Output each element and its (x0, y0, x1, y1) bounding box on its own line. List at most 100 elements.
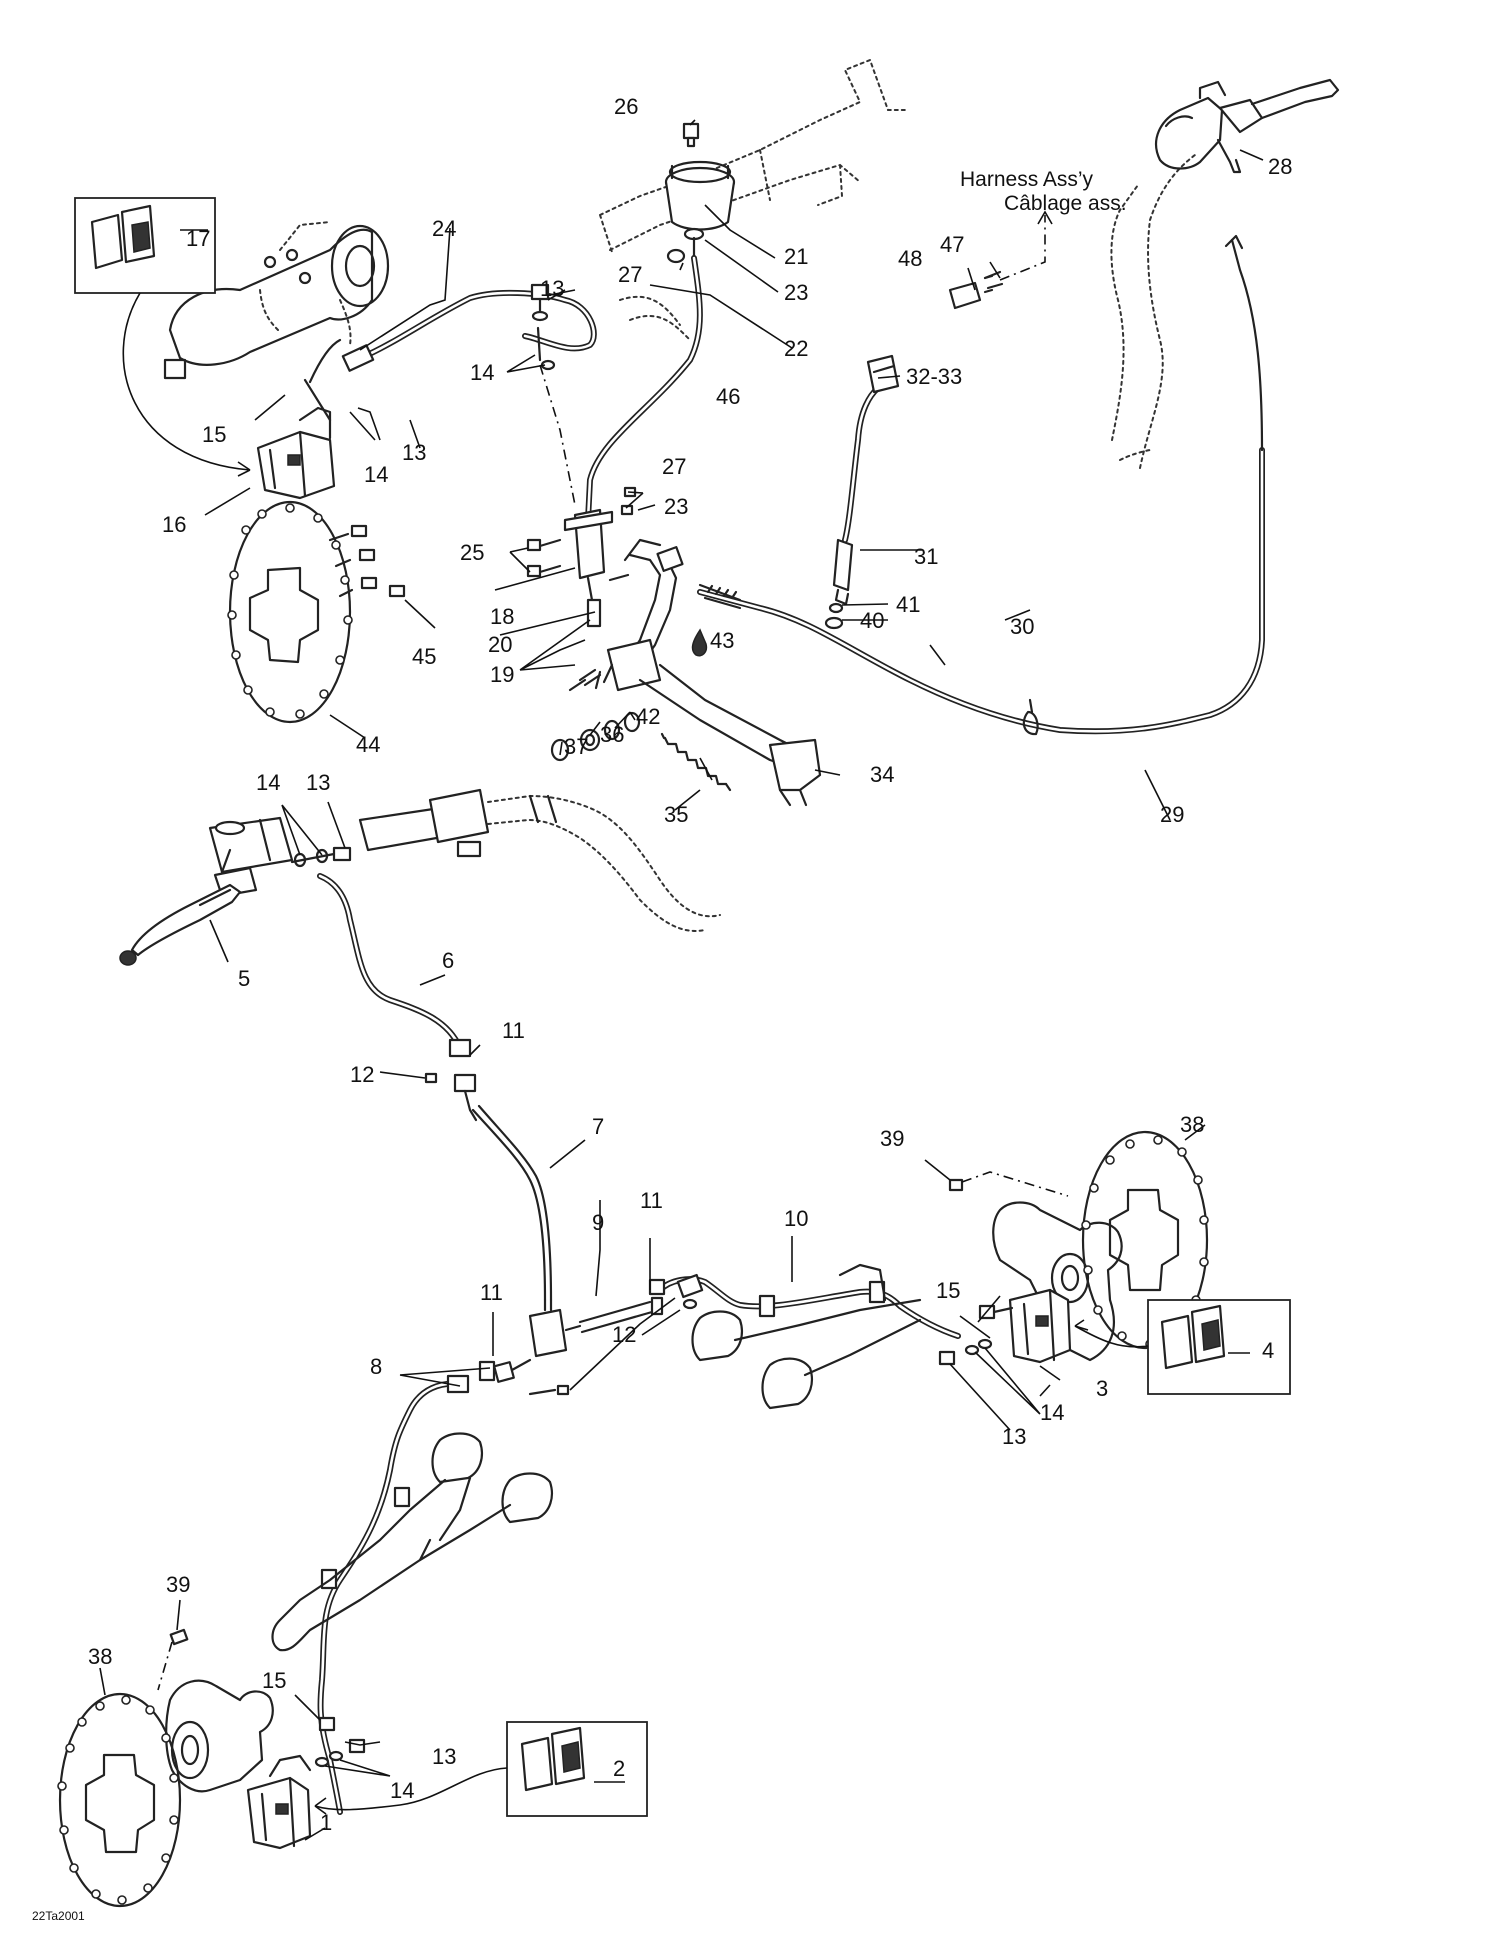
pad-arrow-4 (1074, 1325, 1149, 1348)
callout-27-a: 27 (618, 262, 642, 287)
callout-41: 41 (896, 592, 920, 617)
callout-14-a: 14 (470, 360, 494, 385)
handlebar-right (1110, 154, 1196, 469)
disc-bolt-right (948, 1171, 1069, 1197)
callout-2: 2 (613, 1756, 625, 1781)
callout-21: 21 (784, 244, 808, 269)
rear-brake-disc (227, 500, 353, 724)
callout-29: 29 (1160, 802, 1184, 827)
callout-48: 48 (898, 246, 922, 271)
callout-17: 17 (186, 226, 210, 251)
front-brake-line-rigid (471, 1104, 553, 1312)
callout-6: 6 (442, 948, 454, 973)
callout-1: 1 (320, 1810, 332, 1835)
harness-note-french: Câblage ass. (1004, 192, 1127, 215)
callout-45: 45 (412, 644, 436, 669)
callout-38-b: 38 (88, 1644, 112, 1669)
callout-18: 18 (490, 604, 514, 629)
callout-13-a: 13 (540, 276, 564, 301)
callout-28: 28 (1268, 154, 1292, 179)
harness-connector (948, 210, 1053, 310)
callout-14-d: 14 (1040, 1400, 1064, 1425)
callout-46: 46 (716, 384, 740, 409)
cable-tie (1022, 698, 1039, 736)
callout-16: 16 (162, 512, 186, 537)
callout-numbers: 1 2 3 4 5 6 7 8 9 10 11 11 11 12 12 13 1… (88, 94, 1292, 1835)
parking-brake-lever (1155, 78, 1340, 174)
callout-42: 42 (636, 704, 660, 729)
frame-tube-upper (599, 58, 906, 341)
callout-38-a: 38 (1180, 1112, 1204, 1137)
callout-40: 40 (860, 608, 884, 633)
front-right-line (648, 1273, 961, 1339)
callout-13-d: 13 (1002, 1424, 1026, 1449)
callout-12-b: 12 (612, 1322, 636, 1347)
callout-14-c: 14 (256, 770, 280, 795)
reservoir-hose (585, 255, 703, 523)
callout-26: 26 (614, 94, 638, 119)
callout-15-a: 15 (202, 422, 226, 447)
callout-27-b: 27 (662, 454, 686, 479)
callout-34: 34 (870, 762, 894, 787)
callout-8: 8 (370, 1354, 382, 1379)
callout-23-a: 23 (784, 280, 808, 305)
callout-37: 37 (564, 734, 588, 759)
callout-32-33: 32-33 (906, 364, 962, 389)
brake-master-cylinder (539, 364, 614, 628)
harness-note-english: Harness Ass’y (960, 168, 1094, 191)
harness-note: Harness Ass’y Câblage ass. (960, 168, 1127, 215)
brake-pad-inset-17 (74, 197, 216, 294)
pad-arrow-2 (314, 1767, 508, 1811)
brake-pad-inset-2 (506, 1721, 648, 1817)
callout-47: 47 (940, 232, 964, 257)
front-a-arm-right (691, 1263, 922, 1410)
distribution-junction (424, 1072, 478, 1122)
callout-19: 19 (490, 662, 514, 687)
callout-10: 10 (784, 1206, 808, 1231)
front-right-brake-disc (1081, 1130, 1209, 1350)
handlebar-left (358, 788, 721, 932)
brake-light-switch (824, 354, 900, 630)
pedal-washers-and-springs (550, 663, 732, 792)
callout-43: 43 (710, 628, 734, 653)
front-right-brake-caliper (938, 1288, 1072, 1366)
callout-23-b: 23 (664, 494, 688, 519)
callout-15-c: 15 (262, 1668, 286, 1693)
callout-15-b: 15 (936, 1278, 960, 1303)
callout-11-b: 11 (640, 1188, 663, 1213)
leader-lines (99, 119, 1264, 1841)
callout-13-b: 13 (402, 440, 426, 465)
callout-31: 31 (914, 544, 938, 569)
brake-pedal (606, 538, 822, 807)
front-brake-master-cylinder (208, 816, 294, 898)
callout-25: 25 (460, 540, 484, 565)
rear-axle-housing (163, 221, 390, 380)
lever-fitting-hardware (290, 846, 352, 868)
callout-30: 30 (1010, 614, 1034, 639)
callout-14-b: 14 (364, 462, 388, 487)
callout-44: 44 (356, 732, 380, 757)
front-junction-block (493, 1296, 664, 1396)
front-brake-line-upper (317, 873, 472, 1058)
callout-4: 4 (1262, 1338, 1274, 1363)
front-right-knuckle (992, 1201, 1123, 1362)
callout-9: 9 (592, 1210, 604, 1235)
rear-brake-line (303, 289, 597, 422)
callout-36: 36 (600, 722, 624, 747)
callout-39-b: 39 (166, 1572, 190, 1597)
front-a-arm-left (271, 1432, 554, 1652)
callout-5: 5 (238, 966, 250, 991)
callout-11-c: 11 (480, 1280, 503, 1305)
callout-20: 20 (488, 632, 512, 657)
parking-brake-cable (697, 234, 1265, 735)
callout-35: 35 (664, 802, 688, 827)
callout-22: 22 (784, 336, 808, 361)
front-left-line (317, 1360, 496, 1815)
disc-bolts (328, 524, 406, 598)
callout-13-c: 13 (306, 770, 330, 795)
callout-13-e: 13 (432, 1744, 456, 1769)
brake-pad-inset-4 (1147, 1299, 1291, 1395)
front-left-knuckle (165, 1679, 274, 1793)
pad-arrow-17 (122, 292, 251, 471)
